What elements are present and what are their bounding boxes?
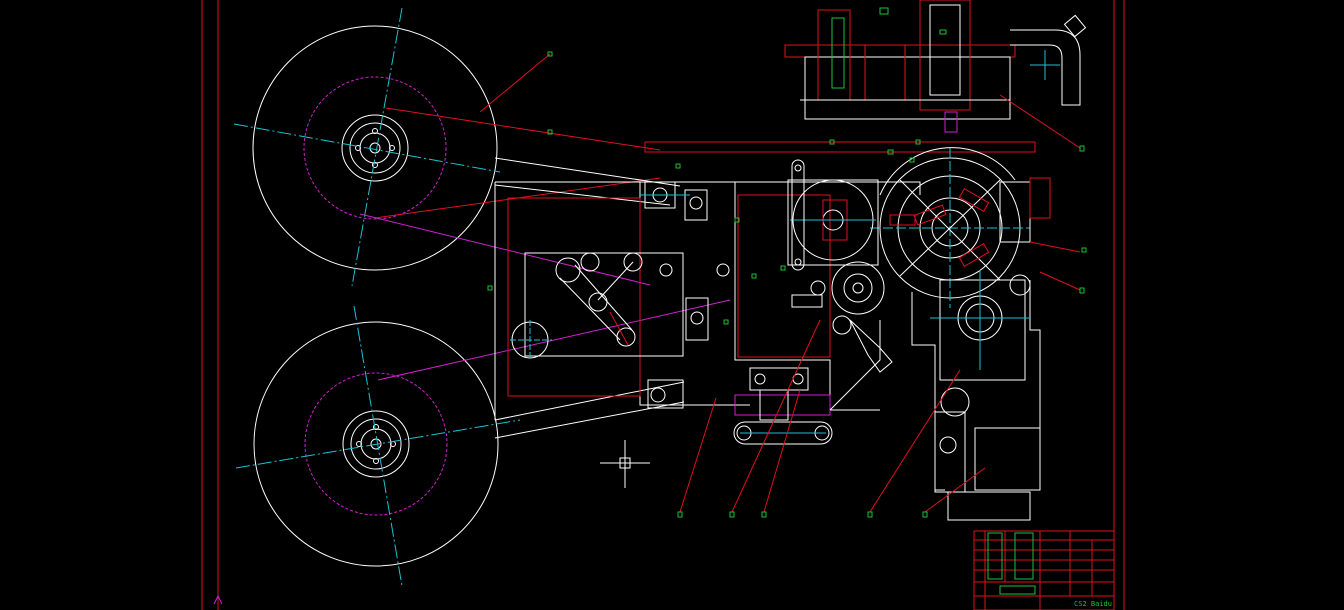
balloon-marks [547, 51, 1085, 518]
dancer-arm-assembly[interactable] [510, 252, 730, 360]
crosshair-marker [600, 440, 650, 488]
upper-reel[interactable] [233, 7, 501, 287]
title-block [973, 530, 1115, 610]
feed-wheel[interactable] [787, 159, 879, 271]
rotary-sealing-drum[interactable] [870, 147, 1051, 308]
drive-column[interactable] [911, 270, 1041, 521]
tensioner-block[interactable] [733, 367, 833, 445]
drawing-frame [201, 0, 1125, 610]
leader-lines [679, 241, 1081, 513]
title-block-label: CS2 Baidu [1074, 600, 1112, 608]
star-wheel[interactable] [791, 261, 893, 373]
top-section-view[interactable] [784, 0, 1087, 149]
guide-rollers[interactable] [640, 181, 709, 409]
dimension-tags [487, 7, 1087, 325]
lower-reel[interactable] [235, 305, 521, 587]
